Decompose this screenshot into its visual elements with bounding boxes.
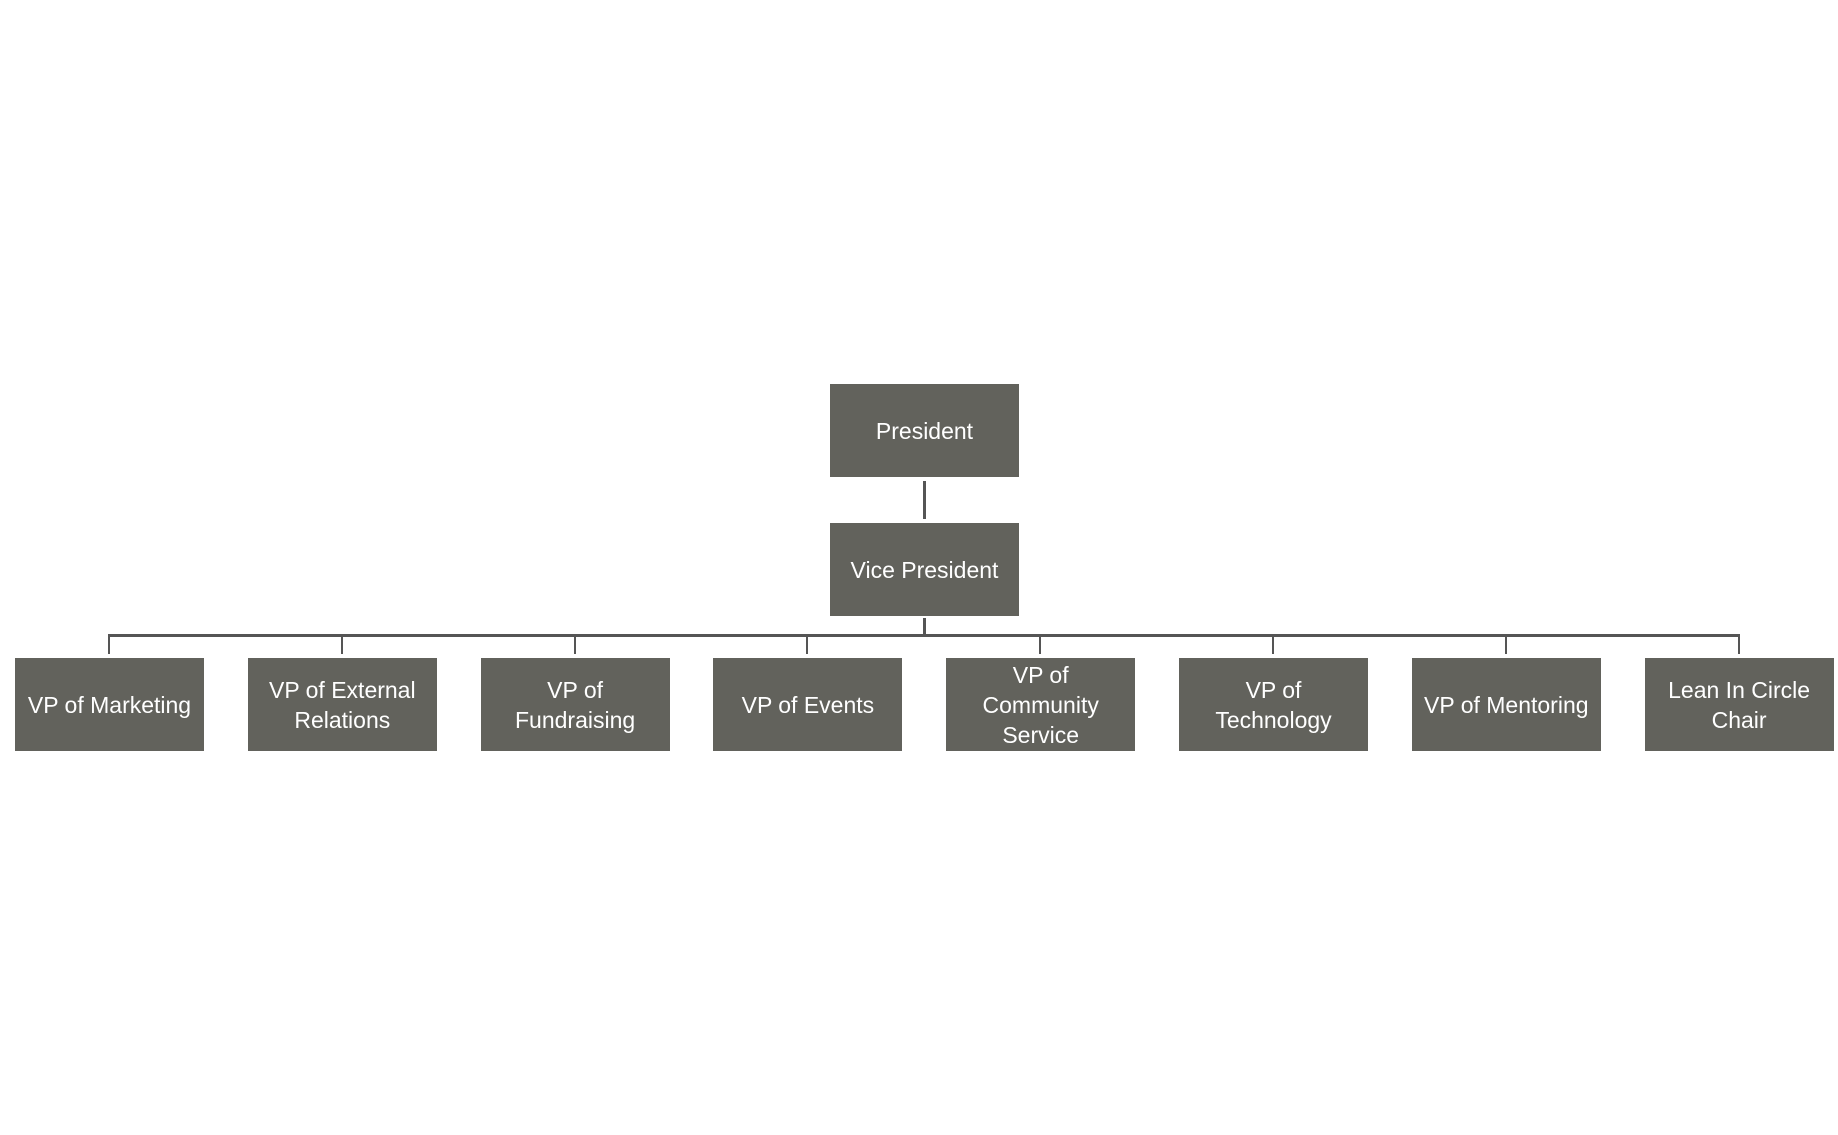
connector-line [340,636,343,654]
connector-line [1737,636,1740,654]
org-node-child: VP of Community Service [946,658,1136,751]
connector-bus-line [108,634,1740,637]
node-label: VP of Community Service [982,661,1099,748]
connector-line [1039,636,1042,654]
node-label: VP of Fundraising [515,676,636,733]
node-label: VP of Mentoring [1424,691,1589,718]
org-node-vice-president: Vice President [830,523,1019,616]
connector-line [1504,636,1507,654]
org-node-child: VP of Mentoring [1411,658,1601,751]
org-node-child: VP of Events [713,658,903,751]
connector-line [923,481,926,519]
connector-line [806,636,809,654]
connector-line [923,618,926,636]
connector-line [1272,636,1274,654]
connector-line [573,636,576,654]
org-node-child: VP of External Relations [247,658,437,751]
node-label: Lean In Circle Chair [1668,676,1811,733]
node-label: VP of Technology [1215,676,1332,733]
node-label: VP of External Relations [268,676,416,733]
node-label: VP of Events [741,691,875,718]
node-label: VP of Marketing [27,691,192,718]
org-node-child: VP of Marketing [15,658,204,751]
org-node-child: VP of Fundraising [480,658,670,751]
node-label: Vice President [850,556,999,583]
node-label: President [875,417,974,444]
org-node-president: President [830,384,1019,477]
connector-line [108,636,110,654]
org-node-child: VP of Technology [1179,658,1368,751]
org-node-child: Lean In Circle Chair [1644,658,1834,751]
